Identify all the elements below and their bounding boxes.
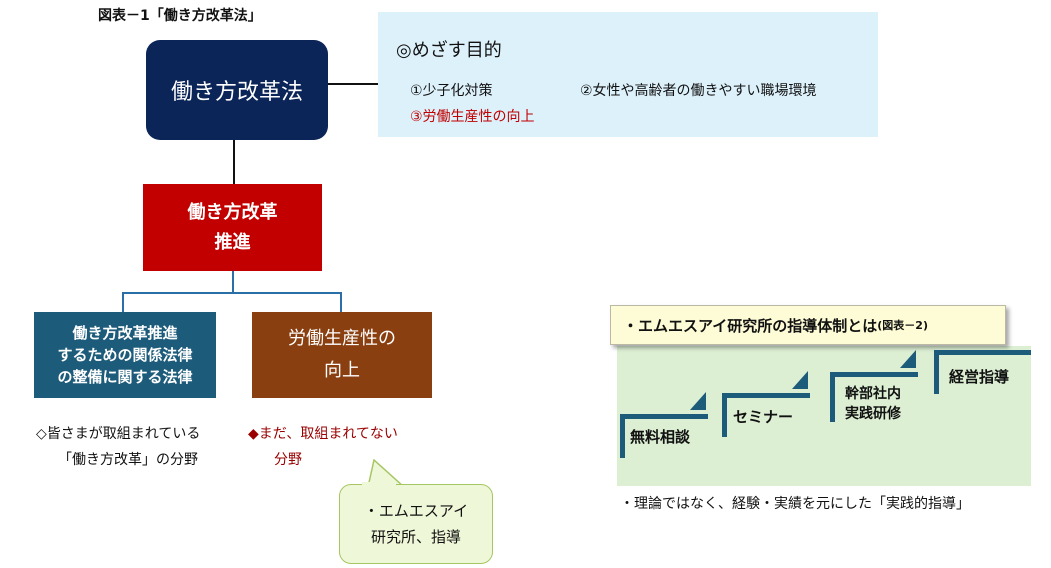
step-bar [620,414,708,419]
purpose-title: ◎めざす目的 [396,40,502,61]
step-bar [620,414,625,458]
note-right-line-2: 分野 [274,452,302,468]
step-arrow-icon [792,371,808,389]
callout-bubble: ・エムエスアイ 研究所、指導 [339,484,493,564]
step-arrow-icon [690,392,706,410]
figure-caption: 図表－1「働き方改革法」 [98,8,262,24]
callout-line-2: 研究所、指導 [370,528,461,546]
step-bar [722,393,810,398]
note-untouched-areas: ◆まだ、取組まれてない 分野 [248,421,398,473]
step-bar [934,350,939,394]
tree-connector [340,292,342,312]
promotion-node: 働き方改革 推進 [143,184,322,271]
step-free-consult: 無料相談 [630,428,691,446]
promotion-line-2: 推進 [214,231,251,253]
step-bar [934,350,1031,355]
law-line-2: するための関係法律 [57,346,193,364]
purpose-panel: ◎めざす目的 ①少子化対策 ②女性や高齢者の働きやすい職場環境 ③労働生産性の向… [378,12,878,137]
connector-line [233,140,235,192]
productivity-node: 労働生産性の 向上 [252,312,432,398]
step-bar [722,393,727,437]
callout-line-1: ・エムエスアイ [363,502,469,520]
productivity-line-1: 労働生産性の [288,328,396,349]
guidance-footnote: ・理論ではなく、経験・実績を元にした「実践的指導」 [620,496,970,512]
tree-connector [122,292,342,294]
callout-joint [362,482,396,486]
step-arrow-icon [900,350,916,368]
step-seminar: セミナー [733,408,794,426]
productivity-line-2: 向上 [324,360,360,381]
purpose-item-birthrate: ①少子化対策 [410,83,493,99]
purpose-item-productivity: ③労働生産性の向上 [410,109,535,125]
note-left-line-1: ◇皆さまが取組まれている [36,426,201,442]
guidance-title: ・エムエスアイ研究所の指導体制とは(図表－2) [610,305,1006,345]
tree-connector [122,292,124,312]
note-left-line-2: 「働き方改革」の分野 [58,452,198,468]
step-bar [830,372,835,422]
connector-line [328,83,378,85]
law-node: 働き方改革推進 するための関係法律 の整備に関する法律 [34,312,216,398]
guidance-title-ref: (図表－2) [877,319,928,332]
law-line-1: 働き方改革推進 [72,324,178,342]
promotion-line-1: 働き方改革 [187,201,278,223]
step-bar [830,372,918,377]
tree-connector [232,271,234,293]
note-right-line-1: ◆まだ、取組まれてない [248,426,398,442]
law-line-3: の整備に関する法律 [57,368,193,386]
step-exec-training: 幹部社内 実践研修 [845,386,901,422]
purpose-item-workplace: ②女性や高齢者の働きやすい職場環境 [580,83,817,99]
step-management: 経営指導 [949,368,1010,386]
note-existing-areas: ◇皆さまが取組まれている 「働き方改革」の分野 [36,421,200,473]
guidance-title-text: ・エムエスアイ研究所の指導体制とは [623,316,878,335]
main-node: 働き方改革法 [146,40,328,140]
